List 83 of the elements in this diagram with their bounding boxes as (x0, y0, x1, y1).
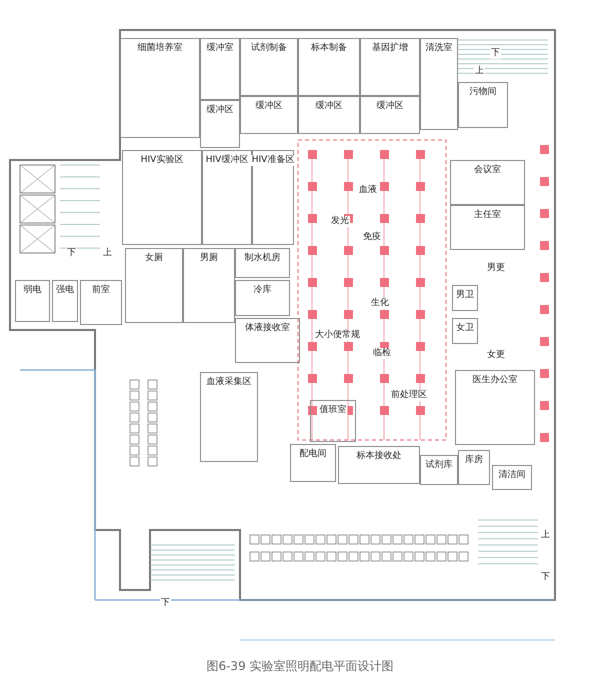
room-name: 细菌培养室 (136, 43, 184, 54)
room (450, 205, 525, 250)
room (80, 280, 122, 325)
stair-direction: 下 (66, 248, 77, 259)
room (235, 280, 290, 316)
area-name: 临检 (372, 348, 392, 359)
room (420, 455, 458, 485)
area-name: 前处理区 (390, 390, 428, 401)
area-name: 发光 (330, 216, 350, 227)
room-name: 制水机房 (244, 253, 282, 264)
room-name: 试剂库 (424, 460, 454, 471)
room-name: 基因扩增 (371, 43, 409, 54)
room (240, 96, 298, 134)
room (200, 100, 240, 148)
room-name: 会议室 (473, 165, 502, 176)
stair-direction: 下 (490, 48, 501, 59)
room (458, 82, 508, 128)
room (492, 465, 532, 490)
caption: 图6-39 实验室照明配电平面设计图 (205, 658, 395, 675)
room (200, 38, 240, 100)
room (183, 248, 235, 323)
room-name: 男厕 (199, 253, 219, 264)
room (298, 96, 360, 134)
room (452, 318, 478, 344)
room-name: 值班室 (318, 405, 348, 416)
room (450, 160, 525, 205)
stair-direction: 上 (474, 66, 485, 77)
room-name: 标本制备 (310, 43, 348, 54)
room-name: 缓冲区 (206, 105, 234, 116)
room-name: 强电 (55, 285, 75, 296)
room (235, 248, 290, 278)
room-name: 试剂制备 (250, 43, 288, 54)
room-name: 弱电 (22, 285, 42, 296)
room-name: 标本接收处 (356, 451, 402, 462)
room-name: 污物间 (468, 87, 498, 98)
room-name: 缓冲区 (314, 101, 344, 112)
room (200, 372, 258, 462)
room (235, 318, 300, 363)
room (125, 248, 183, 323)
room (455, 370, 535, 445)
room-name: 缓冲室 (206, 43, 234, 54)
stair-direction: 下 (540, 572, 551, 583)
room-name: 体液接收室 (244, 323, 291, 334)
room (310, 400, 356, 442)
room-name: HIV实验区 (140, 155, 184, 166)
room-name: 清洗室 (424, 43, 454, 54)
room-name: 清洁间 (498, 470, 526, 481)
room-name: 女卫 (455, 323, 475, 334)
room (360, 96, 420, 134)
room (360, 38, 420, 96)
area-name: 大小便常规 (314, 330, 361, 341)
room-name: 库房 (464, 455, 484, 466)
room-name: 缓冲区 (376, 101, 404, 112)
room (52, 280, 78, 322)
room (202, 150, 252, 245)
area-name: 生化 (370, 298, 390, 309)
room (338, 446, 420, 484)
room-name: 男卫 (455, 290, 475, 301)
area-name: 免疫 (362, 232, 382, 243)
room-name: 女厕 (144, 253, 164, 264)
room (120, 38, 200, 138)
room-name: 医生办公室 (472, 375, 518, 386)
room-name: 缓冲区 (254, 101, 284, 112)
area-name: 女更 (486, 350, 506, 361)
room (240, 38, 298, 96)
room (290, 444, 336, 482)
area-name: 血液 (358, 185, 378, 196)
room-name: 主任室 (473, 210, 502, 221)
room (452, 285, 478, 311)
room-name: 前室 (91, 285, 111, 296)
room (420, 38, 458, 130)
room (122, 150, 202, 245)
area-name: 男更 (486, 263, 506, 274)
room-name: 血液采集区 (206, 377, 252, 388)
room-name: 配电间 (298, 449, 328, 460)
room-name: HIV缓冲区 (204, 155, 250, 166)
room (15, 280, 50, 322)
room-name: HIV准备区 (250, 155, 296, 166)
stair-direction: 下 (160, 598, 171, 609)
room (252, 150, 294, 245)
room (298, 38, 360, 96)
room (458, 450, 490, 485)
room-name: 冷库 (252, 285, 272, 296)
